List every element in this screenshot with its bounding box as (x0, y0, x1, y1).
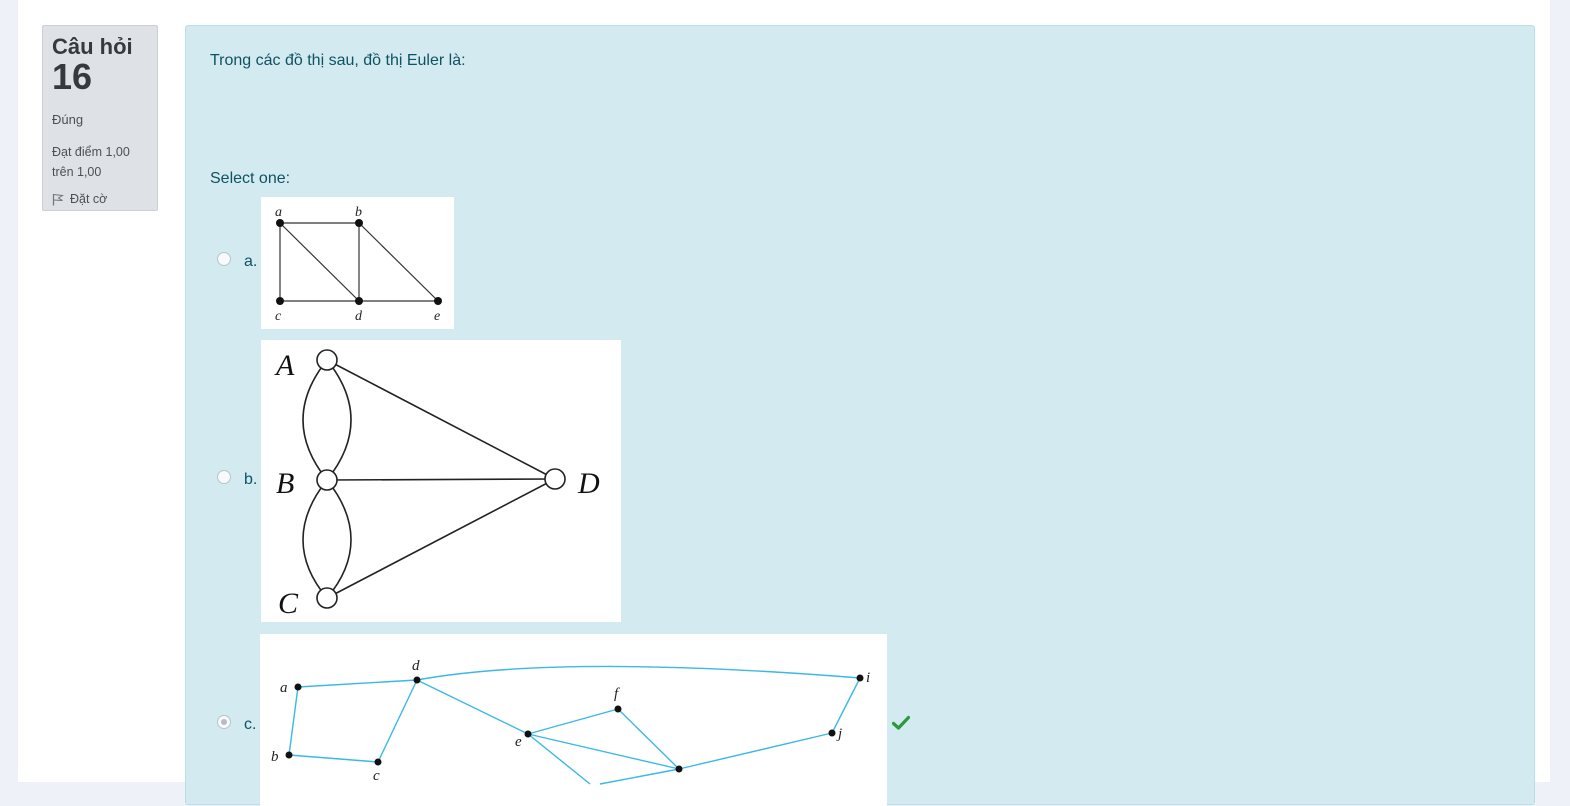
vertex-label: B (276, 467, 294, 500)
select-one-prompt: Select one: (210, 170, 291, 187)
vertex-label: A (274, 349, 295, 382)
option-b-graph: A B C D (261, 340, 621, 622)
option-b-radio[interactable] (217, 470, 231, 484)
grade-line-1: Đạt điểm 1,00 (52, 145, 130, 159)
vertex-label: c (373, 768, 380, 784)
vertex-label: b (355, 205, 362, 220)
vertex-label: C (278, 587, 299, 620)
vertex-label: i (866, 670, 870, 686)
question-state: Đúng (52, 112, 84, 127)
question-info-panel: Câu hỏi 16 Đúng Đạt điểm 1,00 trên 1,00 … (42, 25, 158, 211)
question-text: Trong các đồ thị sau, đồ thị Euler là: (210, 52, 466, 69)
vertex-label: a (275, 205, 282, 220)
option-b-letter[interactable]: b. (244, 471, 258, 488)
vertex-label: a (280, 680, 288, 696)
question-grade: Đạt điểm 1,00 trên 1,00 (52, 142, 157, 182)
vertex-label: j (836, 726, 842, 742)
question-content: Trong các đồ thị sau, đồ thị Euler là: S… (185, 25, 1535, 806)
grade-line-2: trên 1,00 (52, 165, 102, 179)
option-c-letter[interactable]: c. (244, 716, 257, 733)
vertex-label: e (434, 309, 440, 324)
flag-question-button[interactable]: Đặt cờ (52, 192, 157, 206)
option-a-radio[interactable] (217, 252, 231, 266)
vertex-label: e (515, 734, 522, 750)
option-a-letter[interactable]: a. (244, 253, 258, 270)
flag-icon (52, 193, 64, 205)
option-a-graph: a b c d e (261, 197, 454, 329)
flag-label: Đặt cờ (70, 192, 108, 206)
correct-check-icon (891, 715, 911, 736)
question-label: Câu hỏi (52, 34, 133, 59)
option-c-radio[interactable] (217, 715, 231, 729)
page: Câu hỏi 16 Đúng Đạt điểm 1,00 trên 1,00 … (18, 0, 1550, 806)
vertex-label: c (275, 309, 282, 324)
vertex-label: b (271, 749, 279, 765)
vertex-label: d (355, 309, 363, 324)
option-c-graph: a b c d e f i j (260, 634, 887, 806)
question-number: 16 (52, 56, 93, 97)
vertex-label: d (412, 658, 420, 674)
vertex-label: D (577, 467, 600, 500)
vertex-label: f (614, 686, 620, 702)
